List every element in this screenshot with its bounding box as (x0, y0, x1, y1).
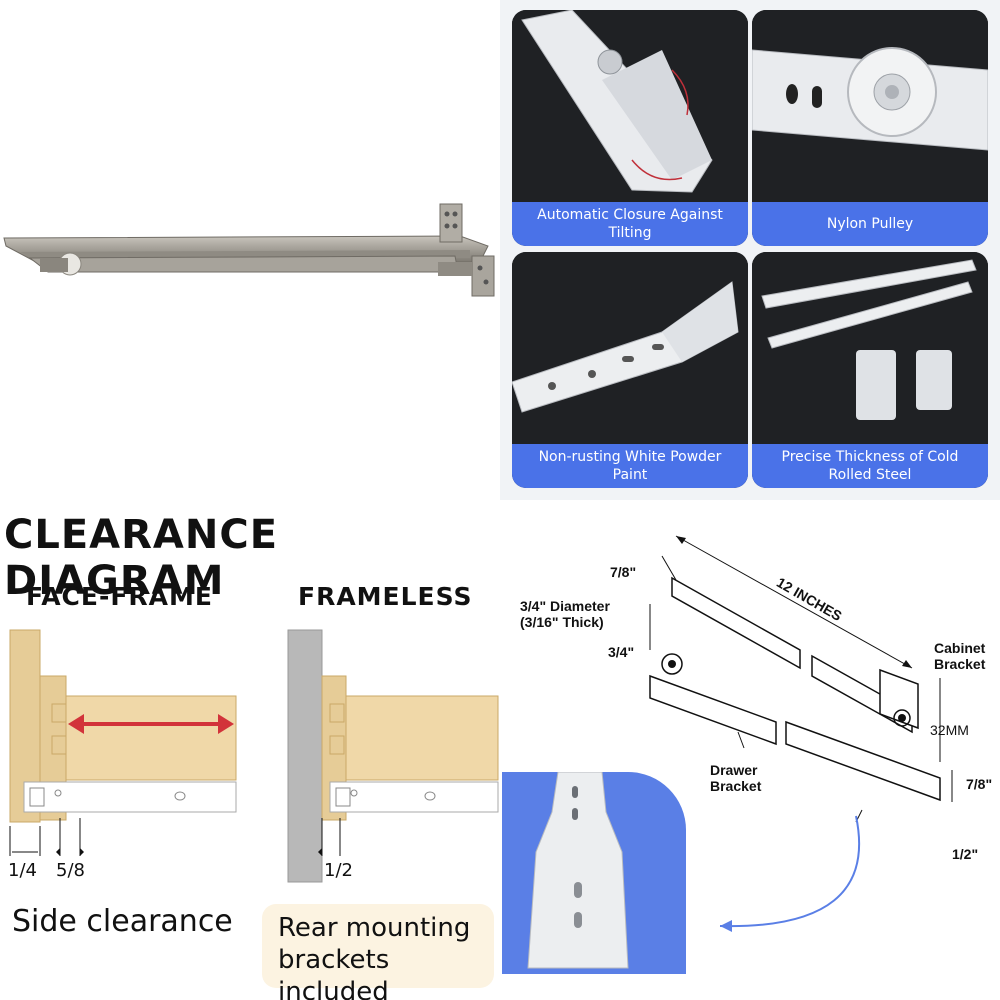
clearance-illustration (9, 629, 499, 883)
rear-mounting-line: brackets included (278, 945, 390, 1000)
rear-bracket-inset (502, 772, 686, 974)
diameter-line: (3/16" Thick) (520, 614, 604, 630)
dim-half: 1/2 (324, 860, 353, 881)
drawer-slide-image (3, 203, 495, 297)
cabinet-bracket-label: Cabinet Bracket (934, 640, 985, 672)
cabinet-bracket-line: Bracket (934, 656, 986, 672)
feature-caption-anti-tilt: Automatic Closure Against Tilting (512, 202, 748, 246)
clearance-diagram-title: CLEARANCE DIAGRAM (4, 512, 279, 604)
dim-quarter: 1/4 (8, 860, 37, 881)
feature-caption-white-paint: Non-rusting White Powder Paint (512, 444, 748, 488)
feature-tile-anti-tilt: Automatic Closure Against Tilting (512, 10, 748, 246)
diameter-line: 3/4" Diameter (520, 598, 610, 614)
dim-half-inch: 1/2" (952, 846, 979, 862)
feature-caption-cold-rolled-steel: Precise Thickness of Cold Rolled Steel (752, 444, 988, 488)
caption-line: Non-rusting White Powder (538, 449, 722, 465)
product-photo-panel (0, 0, 500, 500)
drawer-bracket-line: Drawer (710, 762, 758, 778)
slide-line-drawing (649, 535, 953, 932)
caption-line: Nylon Pulley (826, 216, 914, 232)
cabinet-bracket-line: Cabinet (934, 640, 986, 656)
rear-bracket-image (527, 772, 629, 969)
feature-grid: Automatic Closure Against Tilting Nylon … (500, 0, 1000, 500)
clearance-diagram-panel: CLEARANCE DIAGRAM FACE-FRAME FRAMELESS (0, 500, 500, 1000)
drawer-bracket-label: Drawer Bracket (710, 762, 761, 794)
face-frame-heading: FACE-FRAME (26, 582, 213, 611)
dim-seven-eighths-bottom: 7/8" (966, 776, 993, 792)
white-paint-image (512, 252, 748, 444)
caption-line: Precise Thickness of Cold (781, 449, 959, 465)
caption-line: Automatic Closure Against (537, 207, 723, 223)
caption-line: Tilting (608, 225, 652, 241)
dim-32mm: 32MM (930, 722, 969, 738)
feature-tile-cold-rolled-steel: Precise Thickness of Cold Rolled Steel (752, 252, 988, 488)
frameless-heading: FRAMELESS (298, 582, 473, 611)
feature-tile-white-paint: Non-rusting White Powder Paint (512, 252, 748, 488)
rear-mounting-callout: Rear mounting brackets included (262, 904, 494, 1000)
feature-caption-nylon-pulley: Nylon Pulley (752, 202, 988, 246)
anti-tilt-closure-image (512, 10, 748, 202)
dim-seven-eighths-top: 7/8" (610, 564, 637, 580)
diameter-label: 3/4" Diameter (3/16" Thick) (520, 598, 610, 630)
caption-line: Rolled Steel (828, 467, 912, 483)
cold-rolled-steel-image (752, 252, 988, 444)
drawer-bracket-line: Bracket (710, 778, 762, 794)
caption-line: Paint (612, 467, 648, 483)
nylon-pulley-image (752, 10, 988, 202)
rear-mounting-line: Rear mounting (278, 913, 471, 943)
dim-five-eighths: 5/8 (56, 860, 85, 881)
technical-drawing-panel: 7/8" 3/4" Diameter (3/16" Thick) 3/4" 12… (500, 500, 1000, 1000)
feature-tile-nylon-pulley: Nylon Pulley (752, 10, 988, 246)
dim-three-quarters: 3/4" (608, 644, 635, 660)
side-clearance-label: Side clearance (12, 904, 233, 939)
